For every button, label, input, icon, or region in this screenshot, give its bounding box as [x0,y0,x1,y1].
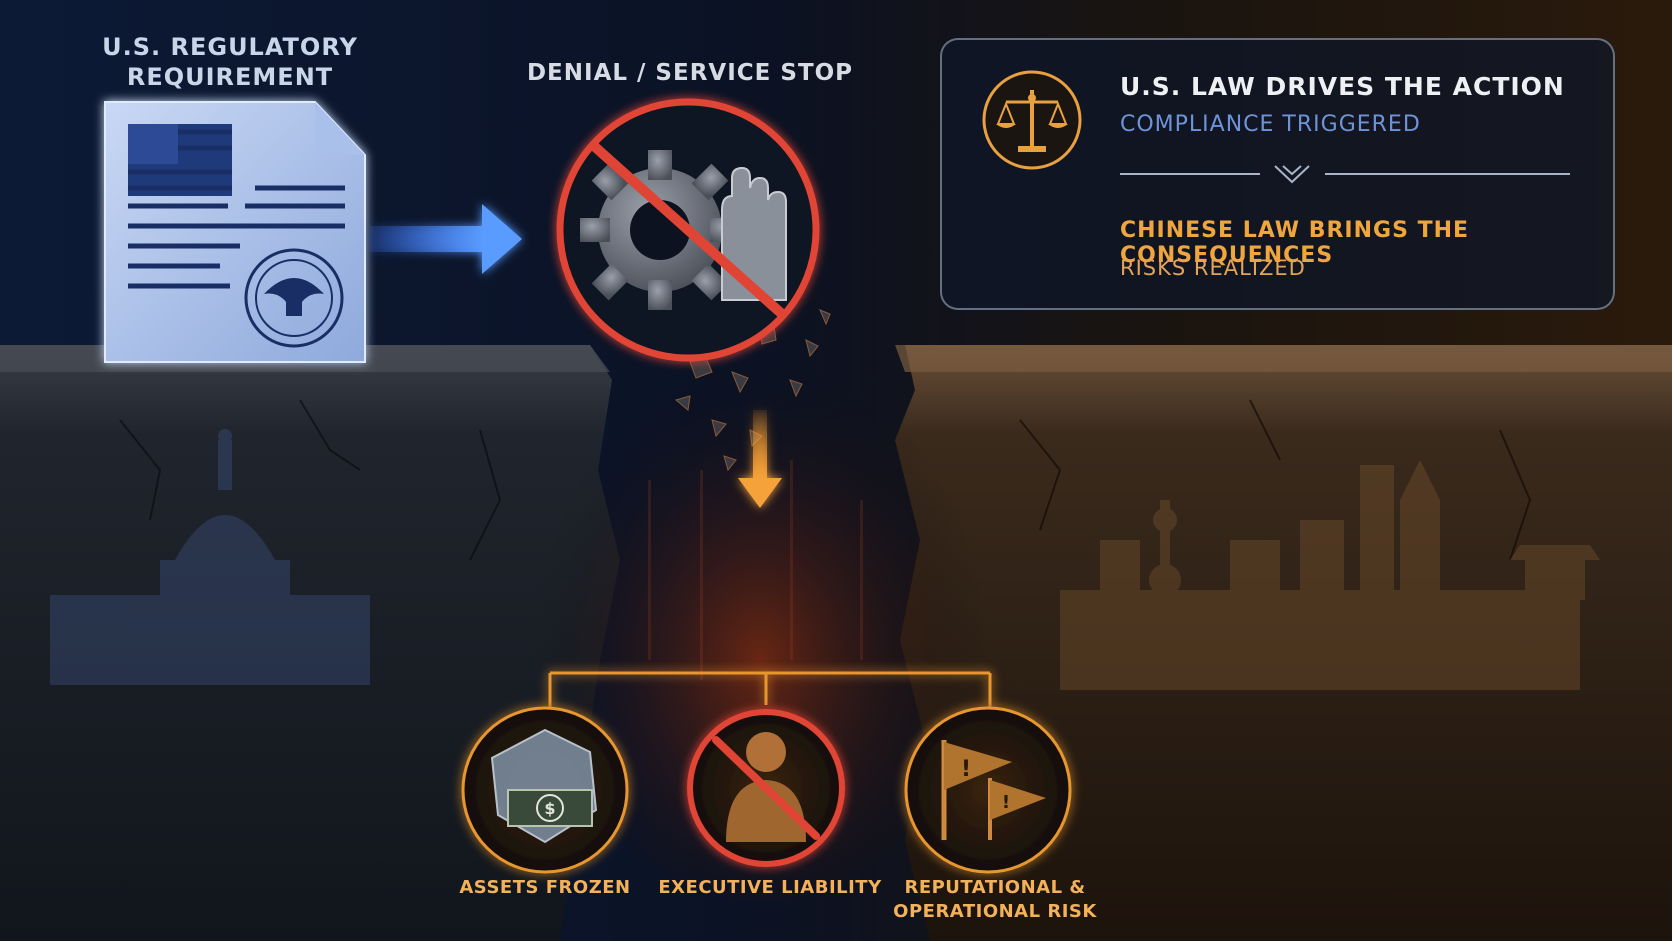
arrow-right-icon [370,204,522,274]
eagle-seal-icon [244,248,344,348]
assets-frozen-label: ASSETS FROZEN [459,877,631,898]
denial-title: DENIAL / SERVICE STOP [526,60,854,86]
svg-text:!: ! [1002,792,1010,813]
chevron-divider-icon [1120,165,1570,184]
us-requirement-line1: U.S. REGULATORY [102,33,358,61]
info-panel: U.S. LAW DRIVES THE ACTION COMPLIANCE TR… [940,38,1615,310]
chinese-law-line: CHINESE LAW BRINGS THE CONSEQUENCES [1120,218,1470,268]
frozen-money-icon: $ [461,706,629,874]
prohibited-gear-hand-icon [556,98,820,362]
capitol-building-icon [50,429,370,685]
chasm-glow [530,300,990,900]
arrow-down-icon [738,410,782,508]
warning-flags-icon: ! ! [904,706,1072,874]
prohibited-person-icon [687,709,845,867]
skyline-icon [1060,460,1600,690]
executive-liability-label: EXECUTIVE LIABILITY [658,877,882,898]
scales-of-justice-icon [982,70,1082,170]
us-law-line: U.S. LAW DRIVES THE ACTION [1120,72,1565,101]
risks-line: RISKS REALIZED [1120,256,1306,280]
compliance-line: COMPLIANCE TRIGGERED [1120,112,1421,137]
us-requirement-line2: REQUIREMENT [126,63,334,91]
svg-text:$: $ [544,799,555,818]
operational-risk-label: OPERATIONAL RISK [893,901,1097,922]
chasm-glyphs [648,460,863,680]
reputational-risk-label: REPUTATIONAL & [904,877,1086,898]
consequence-connector [548,671,992,710]
us-requirement-title: U.S. REGULATORY REQUIREMENT [95,32,365,92]
us-flag-document-icon [104,101,366,363]
svg-text:!: ! [961,757,971,782]
